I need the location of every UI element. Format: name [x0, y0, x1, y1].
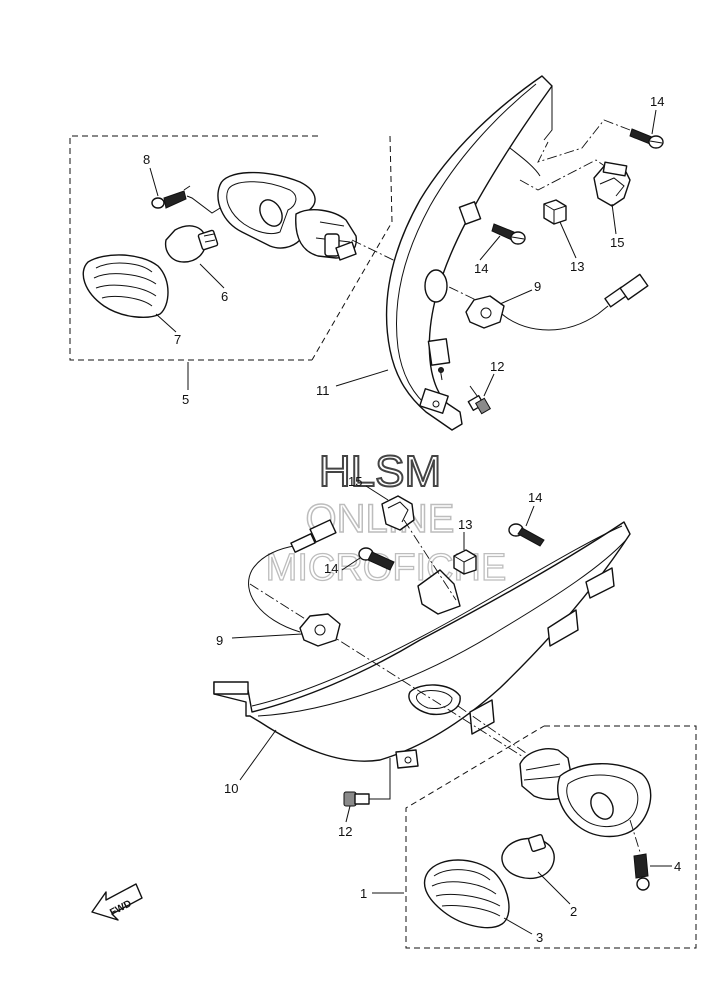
screw-8 [151, 185, 226, 214]
alignment-line-bottom-housing [457, 705, 537, 761]
screw-4-bottom [633, 853, 650, 891]
callouts-top: 8 6 7 5 14 15 13 14 9 12 11 [143, 94, 664, 407]
bolt-12-top [467, 385, 492, 415]
clip-15-bottom [381, 495, 415, 531]
callout-1: 1 [360, 886, 367, 901]
callout-9-bottom: 9 [216, 633, 223, 648]
forward-direction-badge: FWD [91, 883, 143, 921]
watermark-line1: HLSM [319, 447, 441, 496]
screw-14-top-middle [491, 223, 526, 245]
lens-3-bottom [423, 859, 510, 929]
callouts-bottom: 15 14 13 14 9 10 12 1 2 3 4 [216, 474, 681, 945]
callout-2: 2 [570, 904, 577, 919]
turn-signal-housing-top [217, 171, 357, 261]
callout-3: 3 [536, 930, 543, 945]
alignment-line-screw-14 [537, 119, 631, 163]
screw-14-top-right [629, 128, 664, 149]
callout-11: 11 [316, 383, 330, 398]
callout-4: 4 [674, 859, 681, 874]
callout-12-top: 12 [490, 359, 504, 374]
callout-15-bottom: 15 [348, 474, 362, 489]
callout-14-top-middle: 14 [474, 261, 488, 276]
alignment-line-screw-4 [629, 819, 641, 853]
callout-5: 5 [182, 392, 189, 407]
callout-7: 7 [174, 332, 181, 347]
assembly-1-group-box [405, 725, 697, 949]
bulb-2-bottom [501, 833, 555, 880]
socket-9-bottom [248, 519, 341, 647]
callout-9-top: 9 [534, 279, 541, 294]
callout-12-bottom: 12 [338, 824, 352, 839]
turn-signal-housing-bottom [519, 748, 652, 838]
clip-15-top [593, 161, 631, 207]
callout-6: 6 [221, 289, 228, 304]
callout-14-top-right: 14 [650, 94, 664, 109]
alignment-line-bottom-wire [249, 583, 529, 761]
bolt-12-bottom [343, 758, 391, 807]
socket-9-top [465, 273, 649, 331]
screw-14-bottom-left [358, 547, 395, 571]
nut-13-bottom [453, 549, 477, 575]
callout-14-bottom-right: 14 [528, 490, 542, 505]
screw-14-bottom-right [508, 523, 545, 547]
alignment-line-clip-15-bottom [403, 519, 457, 601]
callout-14-bottom-left: 14 [324, 561, 338, 576]
callout-15-top: 15 [610, 235, 624, 250]
bulb-6-top [164, 225, 219, 263]
nut-13-top [543, 199, 567, 225]
callout-10: 10 [224, 781, 238, 796]
callout-13-top: 13 [570, 259, 584, 274]
callout-8: 8 [143, 152, 150, 167]
assembly-5-group-box [69, 135, 393, 361]
callout-13-bottom: 13 [458, 517, 472, 532]
lens-7-top [82, 254, 169, 318]
rear-panel-11 [385, 75, 553, 431]
